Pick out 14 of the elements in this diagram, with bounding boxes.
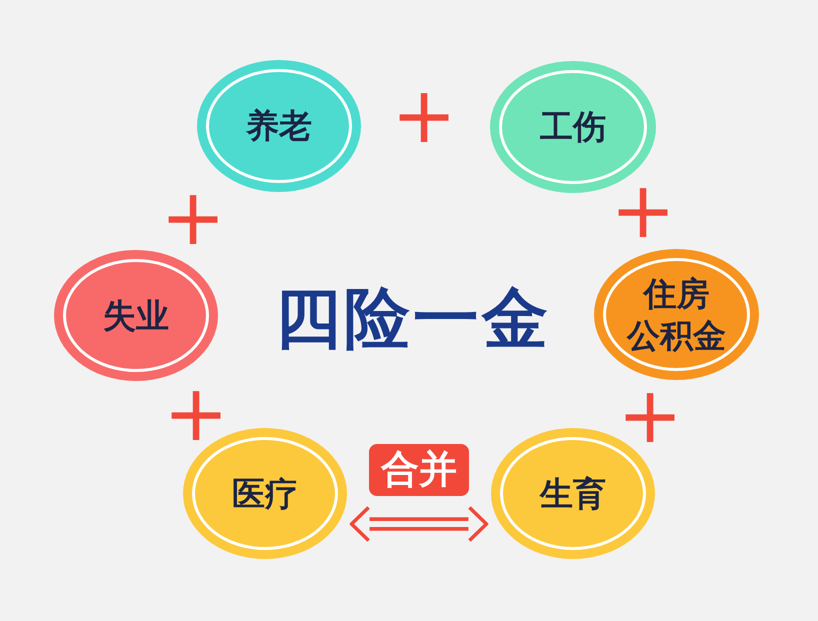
plus-sign: + — [160, 179, 226, 257]
plus-sign: + — [163, 375, 229, 453]
plus-sign: + — [391, 77, 457, 155]
node-label: 工伤 — [540, 106, 606, 148]
node-label: 养老 — [246, 105, 312, 147]
title: 四险一金 — [275, 286, 551, 352]
double-arrow — [350, 506, 488, 542]
node-label: 失业 — [103, 294, 169, 336]
node-label: 医疗 — [232, 472, 298, 514]
node-label: 生育 — [540, 472, 606, 514]
plus-sign: + — [610, 172, 676, 250]
node-label: 住房公积金 — [627, 273, 726, 356]
plus-sign: + — [617, 377, 683, 455]
edge-label: 合并 — [369, 444, 469, 496]
